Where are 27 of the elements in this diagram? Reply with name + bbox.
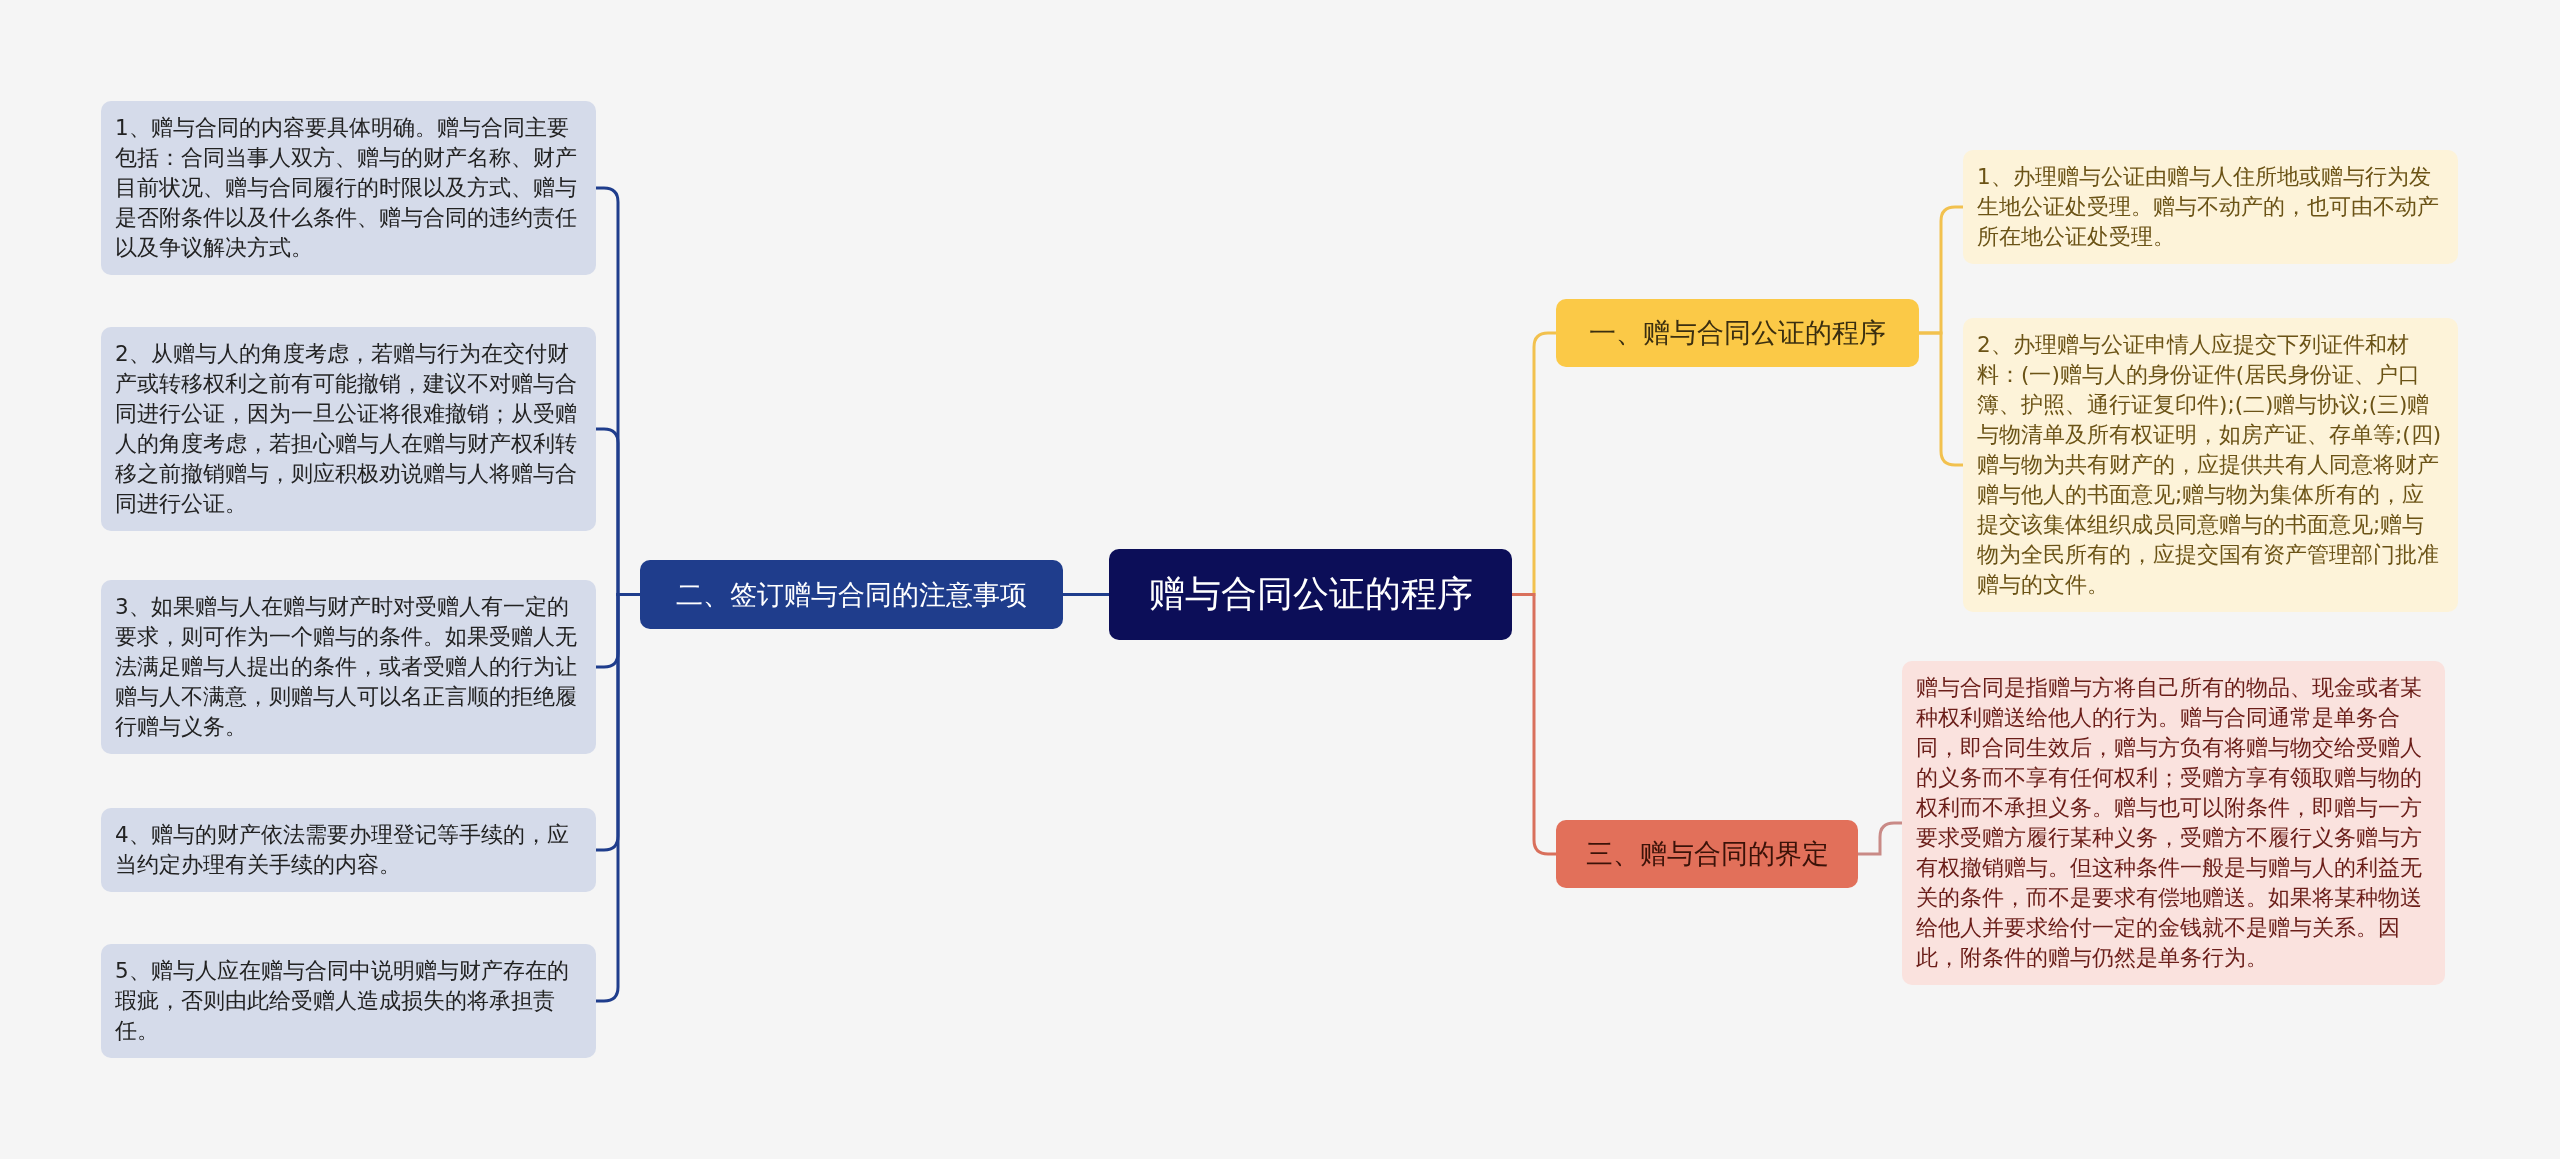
central-topic: [1109, 549, 1512, 640]
connector-line: [596, 593, 640, 1003]
note-card: [101, 580, 596, 754]
note-card: [101, 101, 596, 275]
topic-text: 赠与合同是指赠与方将自己所有的物品、现金或者某种权利赠送给他人的行为。赠与合同通常是单务合同，即合同生效后，赠与方负有将赠与物交给受赠人的义务而不享有任何权利；受赠方享有领取赠与物的权利而不承担义务。赠与也可以附条件，即赠与一方要求受赠方履行某种义务，受赠方不履行义务赠与方有权撤销赠与。但这种条件一般是与赠与人的利益无关的条件，而不是要求有偿地赠送。如果将某种物送给他人并要求给付一定的金钱就不是赠与关系。因此，附条件的赠与仍然是单务行为。: [1916, 674, 2423, 972]
branch-topic: [1556, 299, 1919, 367]
topic-text: 2、从赠与人的角度考虑，若赠与行为在交付财产或转移权利之前有可能撤销，建议不对赠与合同进行公证，因为一旦公证将很难撤销；从受赠人的角度考虑，若担心赠与人在赠与财产权利转移之前撤销赠与，则应积极劝说赠与人将赠与合同进行公证。: [115, 340, 578, 518]
connector-line: [1858, 821, 1902, 856]
connector-line: [1512, 593, 1556, 856]
topic-text: 3、如果赠与人在赠与财产时对受赠人有一定的要求，则可作为一个赠与的条件。如果受赠人无法满足赠与人提出的条件，或者受赠人的行为让赠与人不满意，则赠与人可以名正言顺的拒绝履行赠与义务。: [115, 593, 578, 741]
topic-text: 5、赠与人应在赠与合同中说明赠与财产存在的瑕疵，否则由此给受赠人造成损失的将承担责任。: [115, 957, 570, 1045]
connector-line: [1919, 331, 1963, 467]
topic-text: 赠与合同公证的程序: [1148, 572, 1473, 616]
topic-text: 1、赠与合同的内容要具体明确。赠与合同主要包括：合同当事人双方、赠与的财产名称、财产目前状况、赠与合同履行的时限以及方式、赠与是否附条件以及什么条件、赠与合同的违约责任以及争议解决方式。: [115, 114, 578, 262]
note-card: [101, 808, 596, 892]
topic-text: 1、办理赠与公证由赠与人住所地或赠与行为发生地公证处受理。赠与不动产的，也可由不动产所在地公证处受理。: [1977, 163, 2440, 251]
topic-text: 一、赠与合同公证的程序: [1589, 316, 1886, 350]
topic-text: 2、办理赠与公证申情人应提交下列证件和材料：(一)赠与人的身份证件(居民身份证、户口簿、护照、通行证复印件);(二)赠与协议;(三)赠与物清单及所有权证明，如房产证、存单等;(四)赠与物为共有财产的，应提供共有人同意将财产赠与他人的书面意见;赠与物为集体所有的，应提交该集体组织成员同意赠与的书面意见;赠与物为全民所有的，应提交国有资产管理部门批准赠与的文件。: [1977, 331, 2443, 599]
note-card: [101, 944, 596, 1058]
topic-text: 4、赠与的财产依法需要办理登记等手续的，应当约定办理有关手续的内容。: [115, 821, 570, 879]
branch-topic: [1556, 820, 1858, 888]
connector-line: [1063, 593, 1109, 596]
topic-text: 二、签订赠与合同的注意事项: [676, 577, 1027, 612]
branch-topic: [640, 560, 1063, 629]
note-card: [1963, 150, 2458, 264]
topic-text: 三、赠与合同的界定: [1585, 837, 1829, 871]
note-card: [101, 327, 596, 531]
